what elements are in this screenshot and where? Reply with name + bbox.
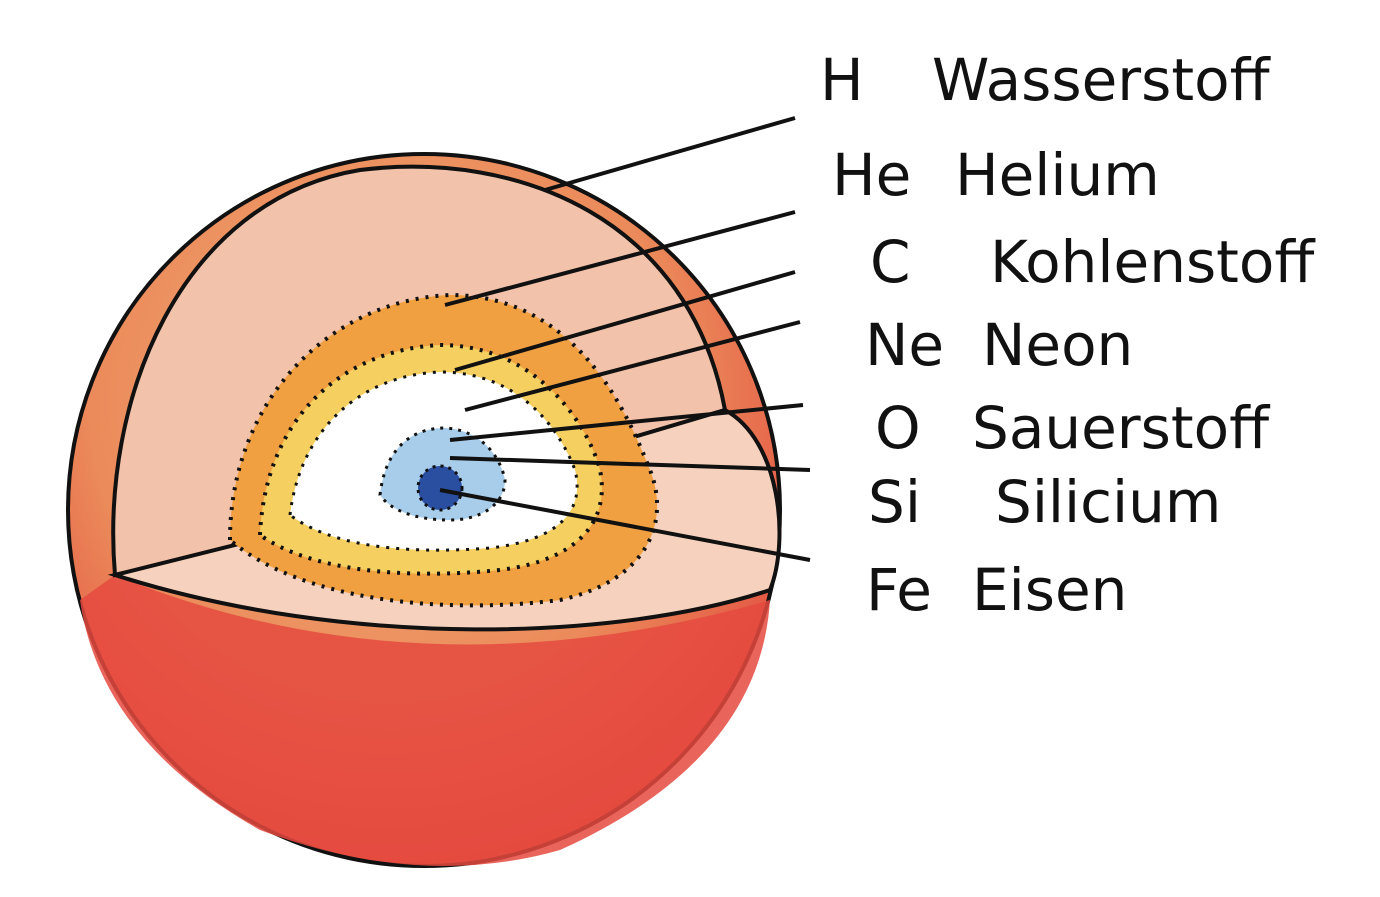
- symbol: O: [875, 394, 921, 462]
- symbol: H: [820, 46, 864, 114]
- lower-hemisphere: [80, 575, 770, 866]
- label-iron: Fe Eisen: [866, 556, 1127, 624]
- name: Neon: [982, 311, 1133, 379]
- name: Helium: [955, 141, 1160, 209]
- label-hydrogen: H Wasserstoff: [820, 46, 1272, 114]
- name: Kohlenstoff: [990, 228, 1316, 296]
- name: Eisen: [972, 556, 1127, 624]
- label-helium: He Helium: [832, 141, 1160, 209]
- name: Wasserstoff: [932, 46, 1272, 114]
- symbol: Si: [868, 468, 921, 536]
- symbol: C: [870, 228, 911, 296]
- label-carbon: C Kohlenstoff: [870, 228, 1316, 296]
- label-neon: Ne Neon: [865, 311, 1133, 379]
- iron-core: [416, 464, 464, 512]
- name: Sauerstoff: [972, 394, 1271, 462]
- label-silicon: Si Silicium: [868, 468, 1221, 536]
- symbol: He: [832, 141, 911, 209]
- label-oxygen: O Sauerstoff: [875, 394, 1271, 462]
- symbol: Fe: [866, 556, 932, 624]
- leader-lines: [439, 116, 811, 562]
- symbol: Ne: [865, 311, 944, 379]
- name: Silicium: [995, 468, 1221, 536]
